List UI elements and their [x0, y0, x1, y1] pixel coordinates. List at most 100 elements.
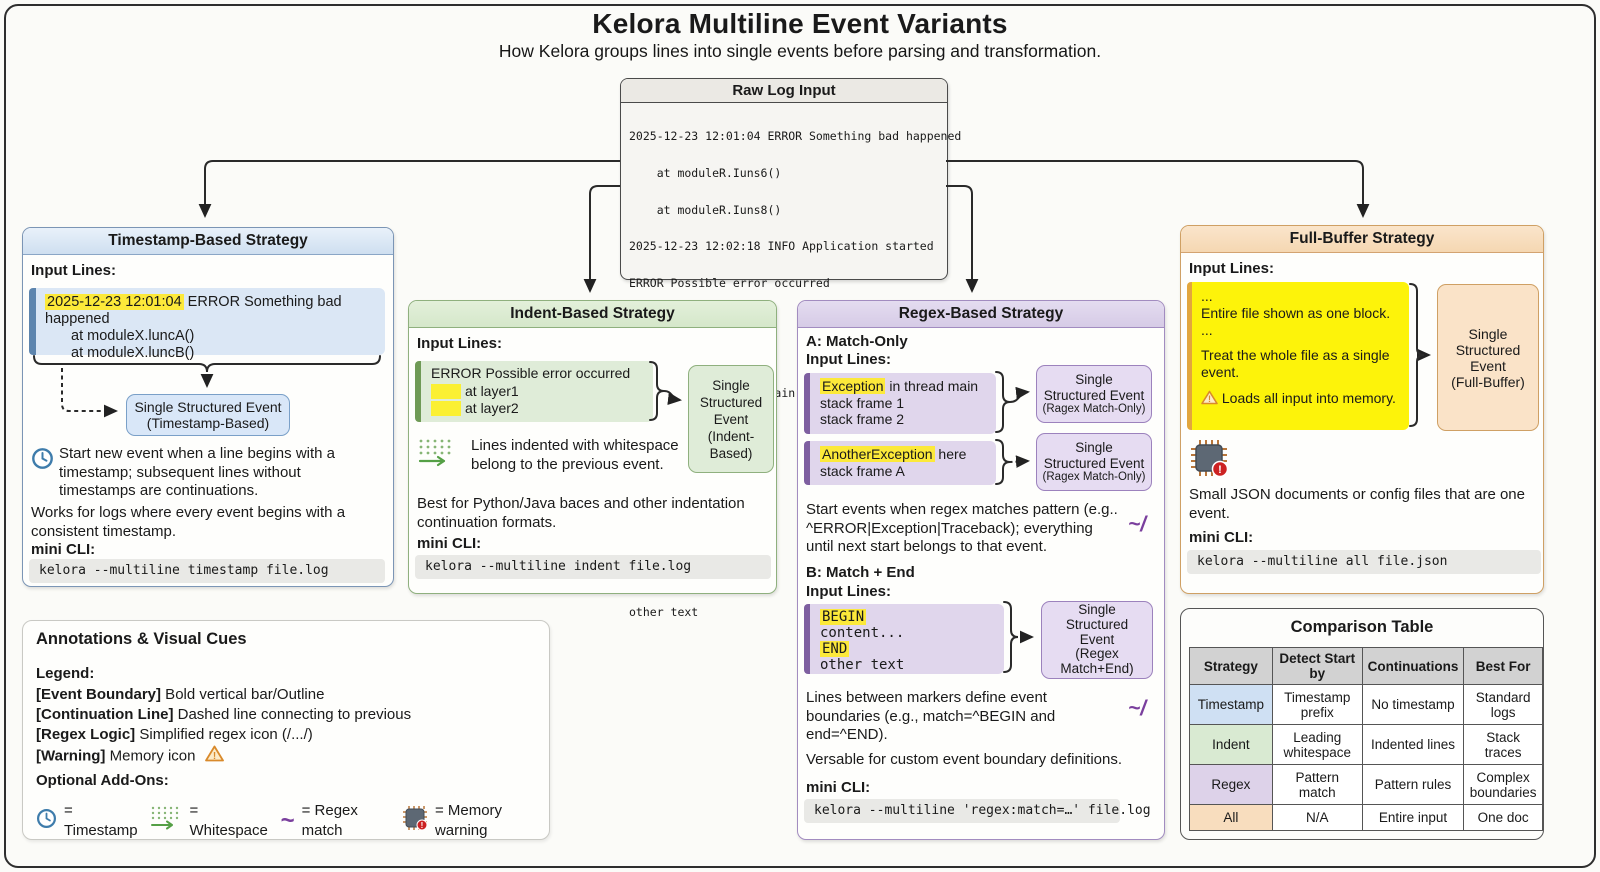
strategy-desc: Best for Python/Java baces and other ind…	[417, 495, 745, 531]
comparison-table: Strategy Detect Start by Continuations B…	[1189, 647, 1543, 831]
strategy-cell: Indent	[1189, 724, 1273, 765]
strategy-desc: Small JSON documents or config files tha…	[1189, 486, 1525, 522]
event-line: BEGIN	[820, 609, 1004, 625]
result-line: Structured	[699, 394, 763, 410]
strategy-cell: Timestamp	[1189, 684, 1273, 725]
table-cell: Stack traces	[1463, 724, 1543, 765]
event-line-text: at layer2	[465, 400, 519, 416]
fullbuffer-event-box: ... Entire file shown as one block. ... …	[1187, 282, 1409, 430]
whitespace-icon	[418, 437, 456, 472]
table-cell: Complex boundaries	[1463, 764, 1543, 805]
result-line: Event	[1079, 631, 1115, 647]
regex-tilde-icon: ~	[280, 807, 295, 834]
table-cell: N/A	[1271, 804, 1363, 831]
cli-command: kelora --multiline all file.json	[1187, 550, 1541, 574]
table-cell: Indented lines	[1361, 724, 1465, 765]
clock-icon	[36, 808, 57, 835]
timestamp-strategy-panel: Timestamp-Based Strategy Input Lines: 20…	[22, 227, 394, 587]
event-line: at moduleX.luncB()	[71, 345, 195, 361]
regex-event-box-b: BEGIN content... END other text	[804, 604, 1004, 674]
result-line: Match+End)	[1060, 661, 1134, 677]
log-line: 2025-12-23 12:01:04 ERROR Something bad …	[629, 129, 962, 144]
legend-item-text: Simplified regex icon (/.../)	[135, 726, 313, 743]
svg-text:!: !	[421, 821, 424, 830]
event-line: 2025-12-23 12:01:04 ERROR Something bad …	[45, 294, 385, 328]
svg-text:!: !	[1218, 464, 1222, 476]
column-header: Detect Start by	[1271, 647, 1363, 685]
table-cell: Timestamp prefix	[1271, 684, 1363, 725]
section-a-label: A: Match-Only	[806, 333, 908, 350]
table-row: All N/A Entire input One doc	[1189, 804, 1543, 831]
event-boundary-bar	[804, 373, 810, 434]
result-line: (Ragex Match-Only)	[1042, 471, 1146, 483]
result-line: Structured	[1455, 341, 1521, 358]
result-line: Event	[1470, 357, 1506, 374]
raw-log-input-box: Raw Log Input 2025-12-23 12:01:04 ERROR …	[620, 78, 962, 619]
event-line: ! Loads all input into memory.	[1201, 390, 1409, 409]
result-line: (Regex	[1075, 646, 1119, 662]
result-line: Single	[1075, 440, 1113, 455]
event-line: Exception in thread main	[820, 378, 996, 395]
legend-item: [Continuation Line] Dashed line connecti…	[36, 705, 411, 725]
result-line: Event	[713, 411, 749, 427]
timestamp-event-box: 2025-12-23 12:01:04 ERROR Something bad …	[29, 288, 385, 361]
whitespace-icon	[150, 805, 182, 837]
log-line: at moduleR.Iuns8()	[629, 202, 782, 217]
input-lines-label: Input Lines:	[806, 583, 891, 600]
legend-item-text: Bold vertical bar/Outline	[161, 686, 325, 703]
regex-icon: ~/	[1128, 697, 1147, 720]
warning-text: Loads all input into memory.	[1221, 390, 1396, 407]
whitespace-highlight	[431, 401, 461, 416]
event-line: at moduleX.luncA()	[71, 328, 195, 344]
addons-row: = Timestamp = Whitespace ~ = Regex match…	[36, 801, 549, 841]
legend-item: [Regex Logic] Simplified regex icon (/..…	[36, 725, 313, 745]
event-line: ERROR Possible error occurred	[431, 365, 631, 381]
cli-command: kelora --multiline timestamp file.log	[29, 559, 385, 583]
event-boundary-bar	[415, 361, 421, 422]
event-line: Treat the whole file as a single event.	[1201, 347, 1390, 380]
addons-label: Optional Add-Ons:	[36, 772, 169, 789]
addon-label: = Regex match	[301, 802, 358, 839]
page-title: Kelora Multiline Event Variants	[592, 8, 1008, 39]
memory-chip-icon: !	[1189, 438, 1229, 483]
svg-text:!: !	[1208, 394, 1211, 404]
indent-event-box: ERROR Possible error occurred at layer1 …	[415, 361, 653, 422]
event-boundary-bar	[804, 441, 810, 485]
section-b-label: B: Match + End	[806, 564, 915, 581]
result-line: (Full-Buffer)	[1451, 373, 1525, 390]
event-line: content...	[820, 625, 905, 641]
legend-item: [Warning] Memory icon !	[36, 745, 224, 768]
outer-border	[4, 4, 1596, 868]
event-line: ...	[1201, 322, 1213, 338]
event-line: other text	[820, 657, 905, 673]
svg-text:!: !	[212, 751, 215, 762]
result-line: (Ragex Match-Only)	[1042, 403, 1146, 415]
table-cell: Standard logs	[1463, 684, 1543, 725]
result-line: Structured Event	[1043, 387, 1145, 403]
legend-item-tag: [Regex Logic]	[36, 726, 136, 743]
event-boundary-bar	[1187, 282, 1192, 430]
table-row: Regex Pattern match Pattern rules Comple…	[1189, 764, 1543, 805]
warning-triangle-icon: !	[1201, 390, 1218, 409]
input-lines-label: Input Lines:	[1189, 260, 1274, 277]
legend-item-text: Memory icon	[105, 747, 196, 765]
regex-match-highlight: AnotherException	[820, 446, 935, 462]
event-boundary-bar	[804, 604, 810, 674]
addon-label: = Memory warning	[434, 802, 503, 839]
table-row: Indent Leading whitespace Indented lines…	[1189, 724, 1543, 765]
comparison-title: Comparison Table	[1290, 618, 1434, 636]
strategy-note: Lines indented with whitespace belong to…	[471, 437, 679, 473]
legend-label: Legend:	[36, 665, 95, 682]
event-boundary-bar	[29, 288, 36, 355]
column-header: Continuations	[1361, 647, 1465, 685]
regex-match-highlight: BEGIN	[820, 609, 867, 625]
regex-result-box-a2: Single Structured Event (Ragex Match-Onl…	[1036, 433, 1152, 491]
strategy-desc: Versable for custom event boundary defin…	[806, 751, 1123, 768]
result-line: Structured Event	[1043, 455, 1145, 471]
legend-item-text: Dashed line connecting to previous	[173, 706, 412, 723]
warning-triangle-icon: !	[204, 745, 224, 768]
whitespace-highlight	[431, 383, 461, 399]
log-line: other text	[629, 605, 699, 620]
strategy-note-b: Lines between markers define event bound…	[806, 689, 1056, 743]
